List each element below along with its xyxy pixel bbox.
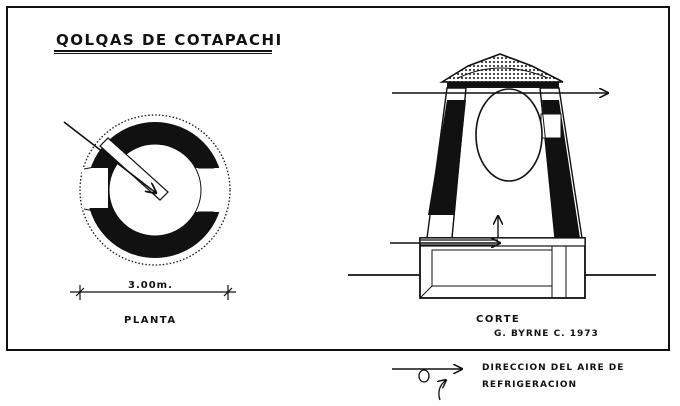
- title-underline: [54, 50, 272, 52]
- legend-goods-symbol: [418, 369, 430, 383]
- legend-symbols: [392, 369, 462, 401]
- inner-wall-line: [539, 87, 557, 239]
- plan-opening-edge: [83, 208, 101, 213]
- left-wall-fill: [428, 100, 466, 215]
- plan-dimension-label: 3.00m.: [128, 280, 173, 291]
- top-beam: [447, 82, 559, 88]
- section-view: [348, 53, 656, 299]
- section-caption: CORTE: [476, 314, 521, 325]
- foundation-diagonal: [419, 285, 433, 299]
- inner-wall-line: [451, 87, 467, 239]
- plan-caption: PLANTA: [124, 315, 177, 326]
- plan-dimension-slash: [75, 287, 85, 297]
- legend-text-line-1: DIRECCION DEL AIRE DE: [482, 363, 625, 373]
- plan-view: [63, 114, 236, 300]
- legend-rising-arrow: [439, 380, 446, 401]
- plan-inner-edge: [108, 143, 202, 237]
- plan-dimension-slash: [223, 287, 233, 297]
- plan-air-arrow: [63, 121, 156, 193]
- author-credit: G. BYRNE C. 1973: [494, 329, 599, 339]
- plan-outer-dotted-ring: [79, 114, 231, 266]
- foundation-inner: [431, 249, 553, 287]
- stored-goods-oval: [475, 88, 543, 182]
- roof-dome-line: [457, 67, 549, 79]
- floor-slab: [419, 237, 586, 247]
- plan-opening-left: [82, 168, 108, 208]
- title-underline: [54, 53, 272, 54]
- legend-text-line-2: REFRIGERACION: [482, 380, 578, 390]
- plan-opening-edge: [83, 165, 101, 170]
- drawing-title: QOLQAS DE COTAPACHI: [56, 31, 283, 49]
- drawing-frame: [6, 6, 670, 351]
